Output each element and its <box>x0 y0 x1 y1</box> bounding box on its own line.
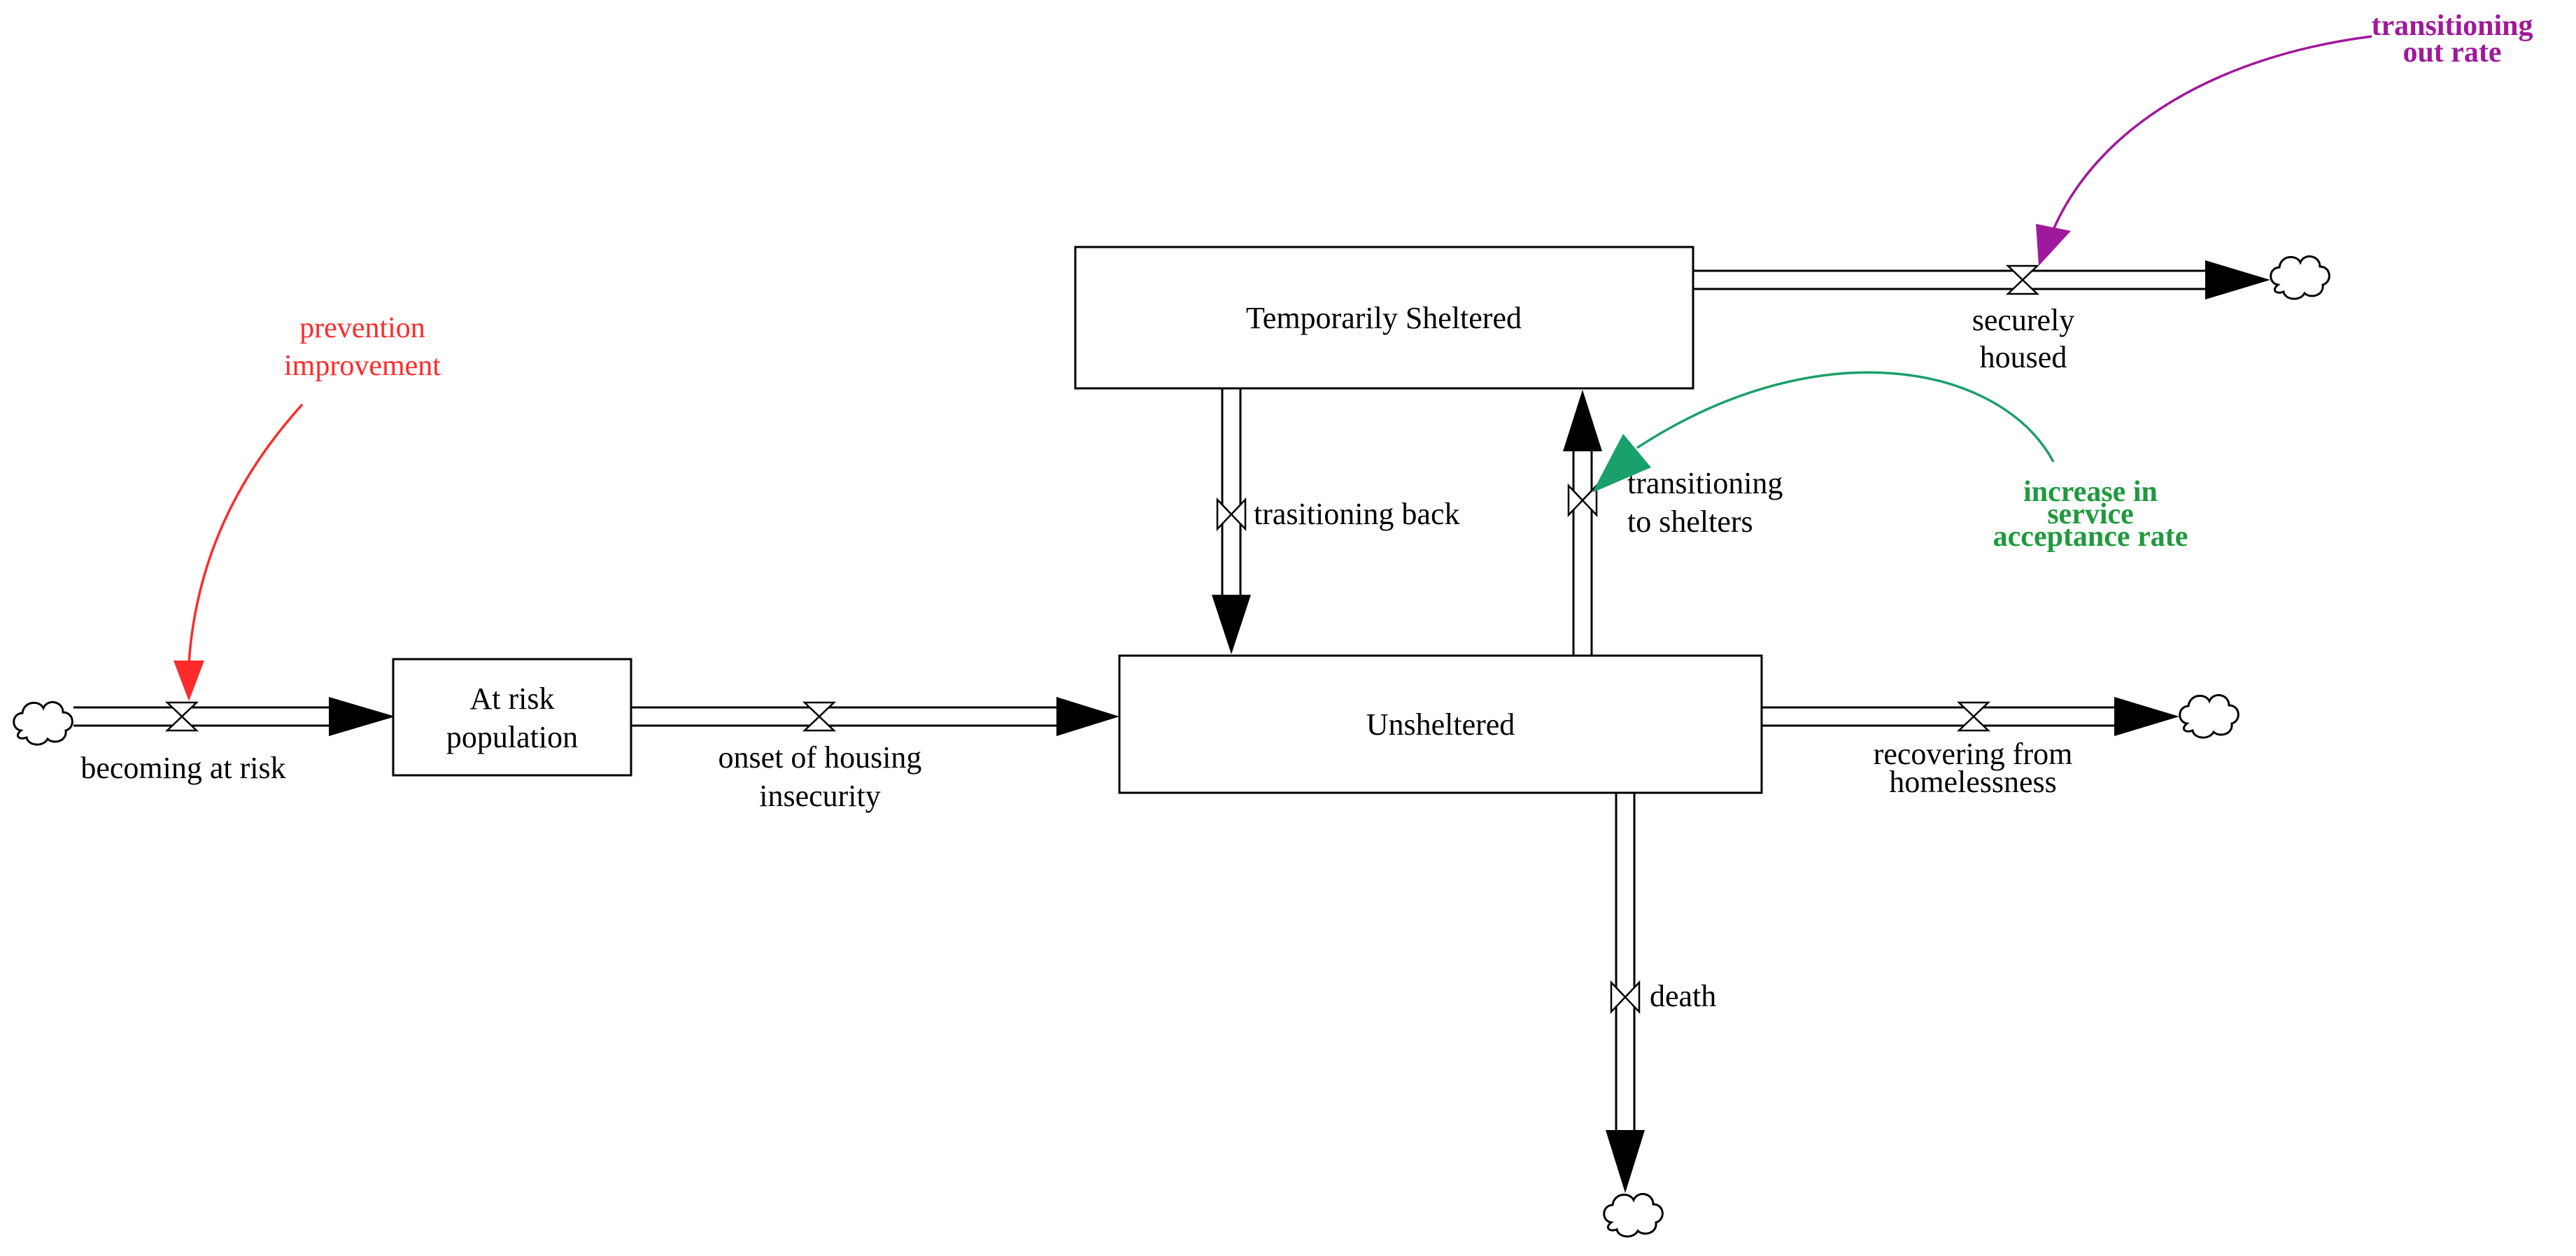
flow-label-recovering-line2: homelessness <box>1889 765 2057 799</box>
aux-label-prevention-line2: improvement <box>284 350 441 382</box>
link-transitioning-out-rate <box>2036 35 2372 266</box>
flow-label-securely-housed-line2: housed <box>1980 340 2067 374</box>
flow-label-becoming-at-risk: becoming at risk <box>80 751 285 785</box>
flow-label-onset-line1: onset of housing <box>719 740 922 775</box>
stock-at-risk-population: At risk population <box>392 658 632 777</box>
valve-securely-housed-icon <box>2005 264 2040 295</box>
stock-unsheltered-label: Unsheltered <box>1366 707 1515 742</box>
link-prevention-improvement <box>174 403 304 701</box>
flow-label-trasitioning-back: trasitioning back <box>1254 497 1460 531</box>
pipe-recovering-from-homelessness <box>1762 697 2179 736</box>
valve-onset-icon <box>802 701 837 732</box>
aux-label-service-line1: increase in <box>2023 476 2158 508</box>
stock-temporarily-sheltered: Temporarily Sheltered <box>1074 246 1694 390</box>
cloud-sink-death-icon <box>1603 1193 1664 1238</box>
stock-at-risk-label-line1: At risk <box>470 682 555 716</box>
valve-transitioning-to-shelters-icon <box>1567 483 1598 518</box>
flow-label-death: death <box>1650 979 1716 1013</box>
pipe-transitioning-to-shelters <box>1563 390 1602 656</box>
flow-label-securely-housed-line1: securely <box>1972 303 2075 337</box>
cloud-sink-recovering-icon <box>2179 694 2239 739</box>
flow-label-recovering-line1: recovering from <box>1874 737 2073 771</box>
pipe-death <box>1606 793 1645 1193</box>
pipe-becoming-at-risk <box>73 697 395 736</box>
valve-becoming-at-risk-icon <box>164 701 199 732</box>
flow-label-transitioning-to-shelters-line2: to shelters <box>1627 504 1753 539</box>
valve-recovering-icon <box>1956 701 1991 732</box>
valve-death-icon <box>1610 980 1641 1015</box>
pipe-securely-housed <box>1693 260 2270 299</box>
stock-unsheltered: Unsheltered <box>1118 654 1763 794</box>
flow-label-transitioning-to-shelters-line1: transitioning <box>1627 466 1783 500</box>
stock-temporarily-sheltered-label: Temporarily Sheltered <box>1246 301 1522 335</box>
aux-label-transitioning-out-line1: transitioning <box>2371 10 2533 42</box>
pipe-trasitioning-back <box>1212 388 1251 654</box>
aux-label-prevention-line1: prevention <box>299 312 425 344</box>
valve-trasitioning-back-icon <box>1216 497 1247 532</box>
aux-label-service-line2: service <box>2047 498 2134 530</box>
link-service-acceptance <box>1592 371 2055 493</box>
aux-label-service-line3: acceptance rate <box>1993 521 2188 553</box>
stock-at-risk-label-line2: population <box>446 720 578 754</box>
pipe-onset-of-housing-insecurity <box>631 697 1119 736</box>
aux-label-transitioning-out-line2: out rate <box>2402 36 2501 69</box>
flow-label-onset-line2: insecurity <box>759 779 881 813</box>
cloud-sink-securely-housed-icon <box>2270 255 2330 300</box>
cloud-source-icon <box>13 701 73 746</box>
